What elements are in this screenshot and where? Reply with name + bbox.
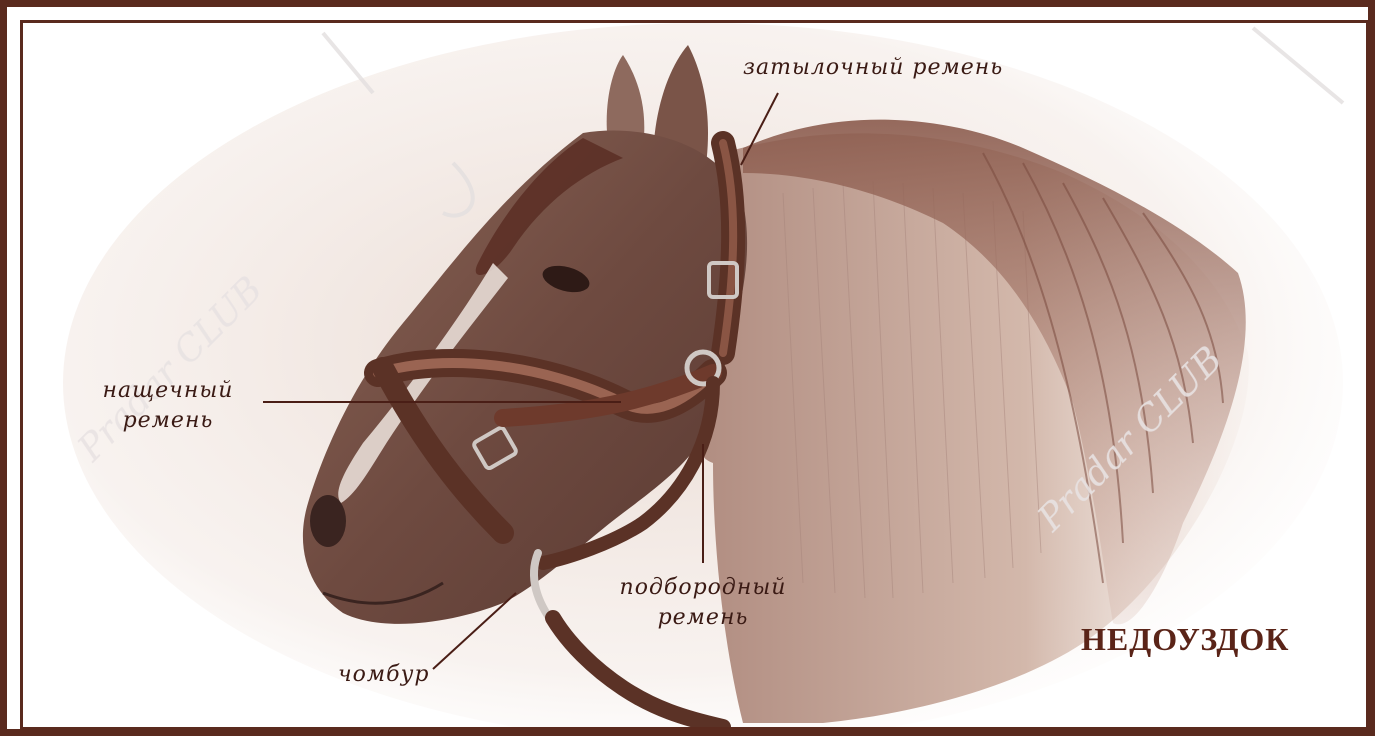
diagram-canvas: Pradar CLUB Pradar CLUB затылочный ремен… [20, 20, 1369, 730]
label-noseband: нащечный ремень [83, 376, 253, 436]
label-chin-strap-line1: подбородный [608, 573, 798, 603]
label-noseband-line1: нащечный [83, 376, 253, 406]
horse-nostril [310, 495, 346, 547]
label-chin-strap-line2: ремень [608, 603, 798, 633]
diagram-title: НЕДОУЗДОК [1081, 621, 1289, 658]
inner-border: Pradar CLUB Pradar CLUB затылочный ремен… [7, 7, 1368, 729]
label-lead-rope: чомбур [338, 660, 429, 690]
label-poll-strap: затылочный ремень [743, 53, 1003, 83]
label-chin-strap: подбородный ремень [608, 573, 798, 633]
label-noseband-line2: ремень [83, 406, 253, 436]
